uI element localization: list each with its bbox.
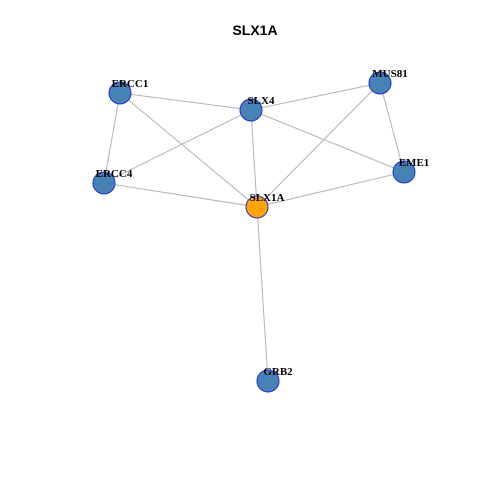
edges-layer [103,82,405,382]
node-ercc4 [92,171,116,195]
node-eme1 [392,160,416,184]
nodes-layer [92,71,416,393]
node-label-eme1: EME1 [399,157,430,169]
node-label-ercc4: ERCC4 [96,168,133,180]
node-slx4 [239,98,263,122]
node-label-mus81: MUS81 [372,68,407,80]
node-label-slx1a: SLX1A [250,192,285,204]
node-slx1a [245,195,269,219]
edge-ercc1-slx1a [119,92,258,208]
edge-slx4-slx1a [250,109,258,208]
edge-ercc4-slx1a [103,182,258,208]
edge-eme1-slx1a [256,171,405,208]
node-grb2 [256,369,280,393]
edge-ercc1-ercc4 [103,92,121,184]
node-mus81 [368,71,392,95]
edge-slx4-ercc4 [103,109,252,184]
node-ercc1 [108,81,132,105]
graph-title: SLX1A [232,22,277,38]
edge-mus81-eme1 [379,82,405,173]
edge-mus81-slx1a [256,82,381,208]
node-label-slx4: SLX4 [248,95,275,107]
edge-ercc1-slx4 [119,92,252,111]
edge-slx4-mus81 [250,82,381,111]
edge-slx1a-grb2 [256,206,269,382]
edge-slx4-eme1 [250,109,405,173]
node-label-ercc1: ERCC1 [112,78,149,90]
node-label-grb2: GRB2 [263,366,293,378]
